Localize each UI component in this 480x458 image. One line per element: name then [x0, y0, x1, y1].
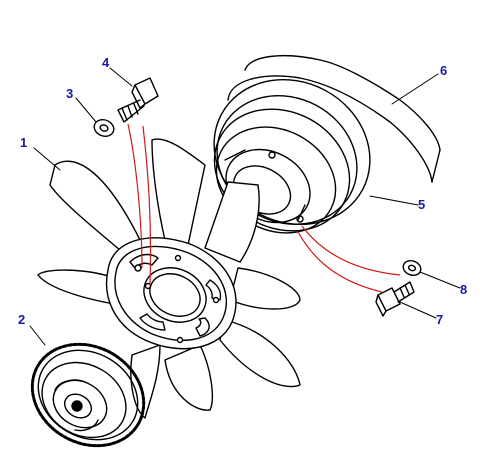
- washer-lower: [402, 260, 422, 276]
- bolt-lower: [375, 281, 415, 317]
- leader-lines: [29, 67, 461, 346]
- callout-3[interactable]: 3: [66, 86, 74, 101]
- alignment-guides: [127, 123, 401, 293]
- callout-1[interactable]: 1: [20, 135, 28, 150]
- bolt-upper: [117, 77, 159, 123]
- viscous-coupling: [30, 342, 146, 448]
- callout-8[interactable]: 8: [460, 282, 468, 297]
- callout-5[interactable]: 5: [418, 197, 426, 212]
- callout-6[interactable]: 6: [440, 63, 448, 78]
- callout-4[interactable]: 4: [102, 55, 110, 70]
- callout-2[interactable]: 2: [18, 312, 26, 327]
- drive-belt: [227, 55, 441, 183]
- callout-7[interactable]: 7: [436, 312, 444, 327]
- washer: [93, 119, 115, 137]
- fan-assembly: [37, 138, 301, 419]
